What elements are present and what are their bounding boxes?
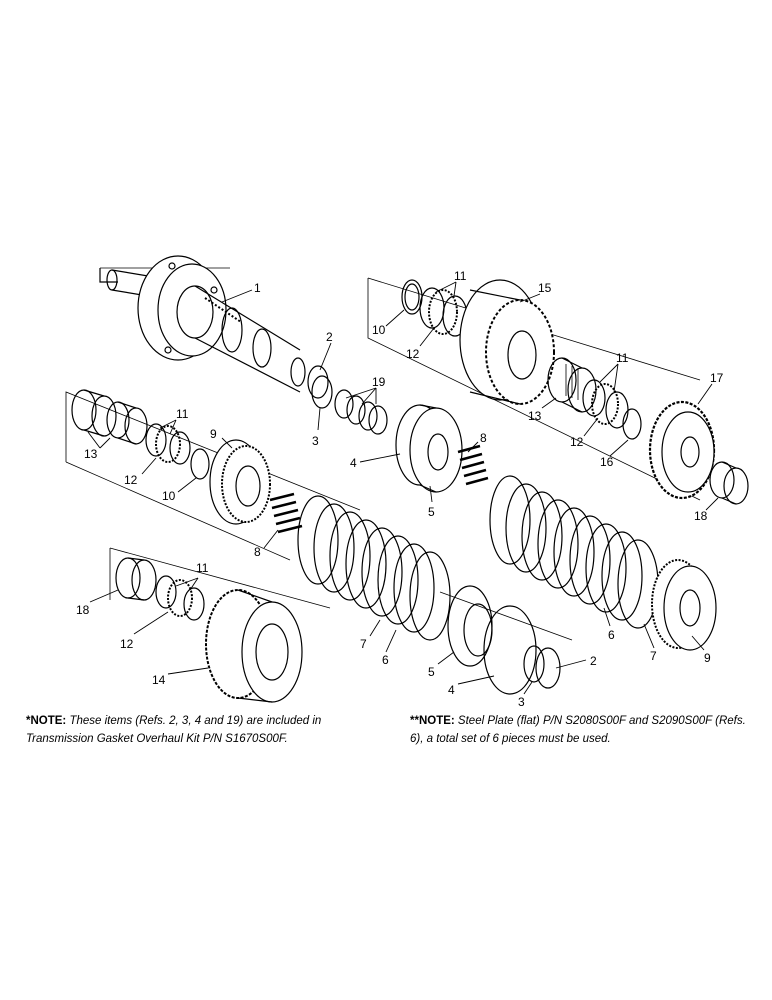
- callout-17: 17: [710, 371, 724, 385]
- callout-12: 12: [570, 435, 584, 449]
- callout-15: 15: [538, 281, 552, 295]
- callout-14: 14: [152, 673, 166, 687]
- steel-plate-note-prefix: **NOTE:: [410, 715, 455, 727]
- clutch-pack-part: [489, 475, 659, 629]
- drum-gear-14-part: [205, 589, 303, 703]
- needle-bearing-part: [547, 357, 597, 413]
- snap-ring-part: [401, 279, 423, 315]
- roller-bearing-part: [115, 557, 157, 601]
- callout-4: 4: [448, 683, 455, 697]
- callout-11: 11: [454, 269, 467, 283]
- steel-plate-note: **NOTE: Steel Plate (flat) P/N S2080S00F…: [410, 712, 760, 748]
- callout-16: 16: [600, 455, 614, 469]
- callout-8: 8: [254, 545, 261, 559]
- callout-7: 7: [360, 637, 367, 651]
- callout-12: 12: [124, 473, 138, 487]
- input-shaft-part: [99, 255, 306, 393]
- callout-13: 13: [528, 409, 542, 423]
- callout-1: 1: [254, 281, 261, 295]
- kit-note-text: These items (Refs. 2, 3, 4 and 19) are i…: [26, 715, 322, 745]
- callout-3: 3: [312, 434, 319, 448]
- callout-2: 2: [326, 330, 333, 344]
- callout-11: 11: [616, 351, 629, 365]
- callout-5: 5: [428, 505, 435, 519]
- callout-6: 6: [382, 653, 389, 667]
- seal-ring-part: [483, 605, 561, 695]
- callout-9: 9: [704, 651, 711, 665]
- needle-bearing-part: [71, 389, 148, 445]
- clutch-piston-part: [447, 585, 493, 667]
- callout-11: 11: [196, 561, 209, 575]
- seal-ring-part: [307, 365, 333, 409]
- callout-5: 5: [428, 665, 435, 679]
- thrust-bearing-part: [155, 575, 205, 621]
- callout-12: 12: [406, 347, 420, 361]
- callout-8: 8: [480, 431, 487, 445]
- callout-13: 13: [84, 447, 98, 461]
- thrust-bearing-part: [582, 379, 629, 429]
- callout-19: 19: [372, 375, 386, 389]
- callout-10: 10: [162, 489, 176, 503]
- snap-ring-part: [190, 448, 210, 480]
- callout-11: 11: [176, 407, 189, 421]
- thrust-bearing-part: [419, 287, 468, 337]
- seal-ring-19-part: [334, 389, 388, 435]
- callout-9: 9: [210, 427, 217, 441]
- kit-note: *NOTE: These items (Refs. 2, 3, 4 and 19…: [26, 712, 386, 748]
- kit-note-prefix: *NOTE:: [26, 715, 67, 727]
- leader-lines: [87, 281, 719, 695]
- callout-labels: 1 2 3 4 5 8 8 9 10 11 12 13 19 10 11 12 …: [76, 269, 724, 709]
- spring-set-part: [457, 444, 489, 486]
- thrust-bearing-part: [145, 423, 191, 465]
- clutch-hub-part: [651, 559, 717, 651]
- snap-ring-part: [622, 408, 642, 440]
- spring-set-part: [269, 492, 303, 534]
- callout-12: 12: [120, 637, 134, 651]
- callout-18: 18: [76, 603, 90, 617]
- steel-plate-note-text: Steel Plate (flat) P/N S2080S00F and S20…: [410, 715, 746, 745]
- clutch-piston-part: [395, 404, 463, 493]
- callout-18: 18: [694, 509, 708, 523]
- callout-10: 10: [372, 323, 386, 337]
- callout-4: 4: [350, 456, 357, 470]
- callout-2: 2: [590, 654, 597, 668]
- callout-3: 3: [518, 695, 525, 709]
- gear-15-part: [459, 279, 555, 405]
- gear-17-part: [648, 400, 716, 500]
- roller-bearing-part: [709, 461, 749, 505]
- clutch-hub-part: [209, 439, 271, 525]
- callout-7: 7: [650, 649, 657, 663]
- callout-6: 6: [608, 628, 615, 642]
